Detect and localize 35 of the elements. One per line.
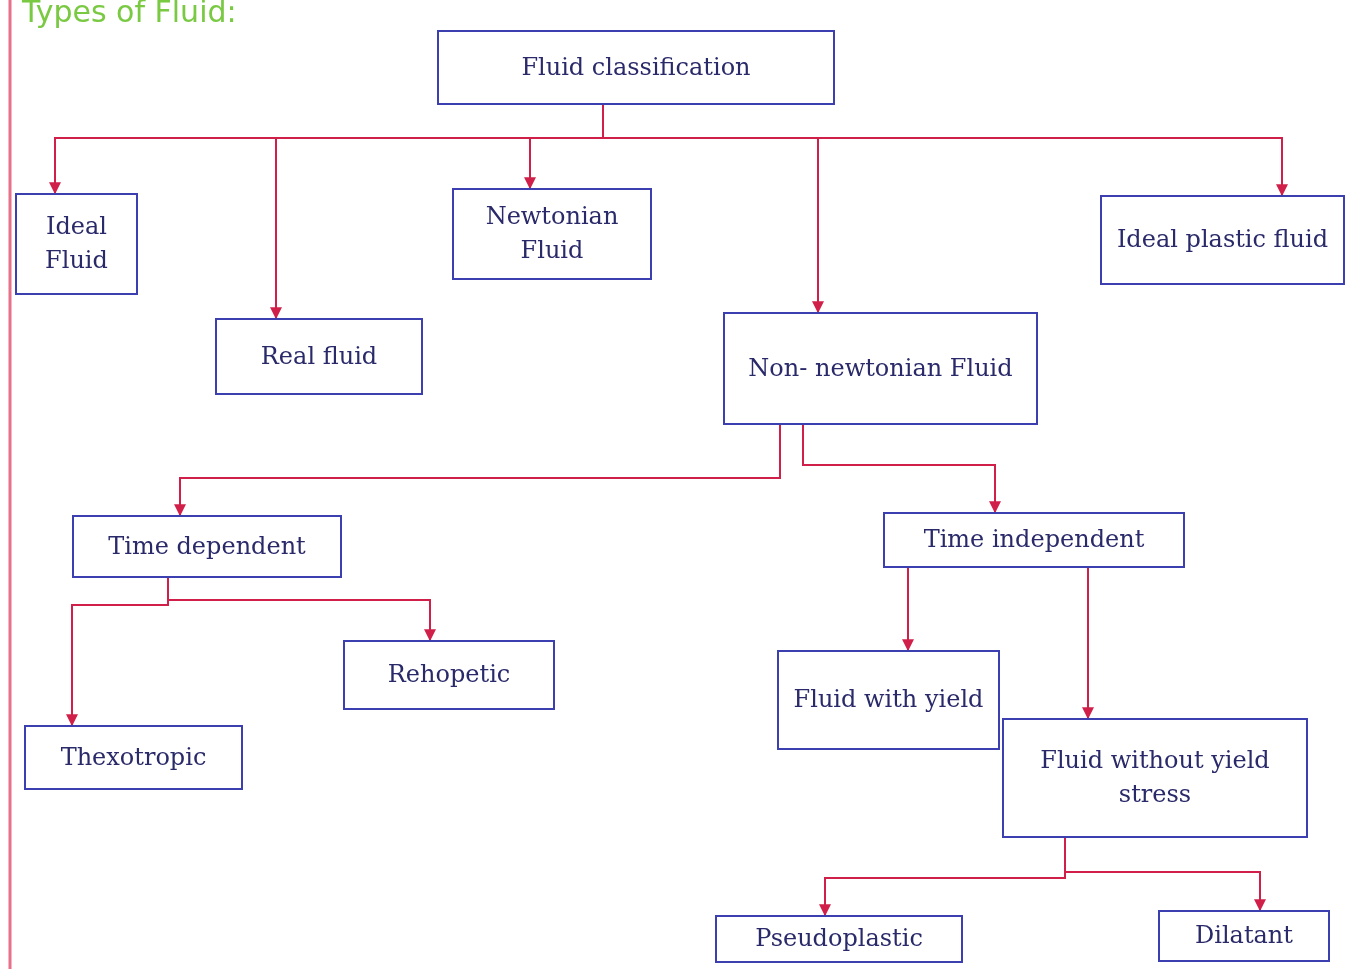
node-box bbox=[777, 650, 1000, 750]
node-label: Ideal plastic fluid bbox=[1116, 224, 1329, 256]
node-box bbox=[215, 318, 423, 395]
node-label: Newtonian Fluid bbox=[484, 201, 620, 266]
connector-arrow bbox=[1064, 837, 1266, 912]
node-label: Ideal Fluid bbox=[44, 211, 109, 276]
node-label: Time dependent bbox=[108, 530, 306, 562]
node-label: Fluid without yield stress bbox=[1039, 745, 1271, 810]
node-label: Rehopetic bbox=[387, 659, 511, 691]
node-label: Time independent bbox=[923, 524, 1145, 556]
node-box bbox=[24, 725, 243, 790]
connector-arrow bbox=[167, 577, 436, 642]
title: Types of Fluid: bbox=[22, 0, 237, 29]
node-label: Fluid with yield bbox=[793, 684, 984, 716]
node-label: Dilatant bbox=[1195, 920, 1293, 952]
node-box bbox=[343, 640, 555, 710]
node-box bbox=[883, 512, 1185, 568]
node-box bbox=[1100, 195, 1345, 285]
node-box bbox=[72, 515, 342, 578]
node-label: Thexotropic bbox=[60, 741, 207, 773]
node-box bbox=[715, 915, 963, 963]
node-box bbox=[437, 30, 835, 105]
node-label: Real fluid bbox=[260, 340, 378, 372]
node-label: Fluid classification bbox=[521, 51, 751, 83]
connector-arrow bbox=[174, 424, 781, 517]
connector-arrow bbox=[902, 567, 914, 652]
node-box bbox=[1158, 910, 1330, 962]
node-label: Pseudoplastic bbox=[755, 923, 923, 955]
node-box bbox=[723, 312, 1038, 425]
connector-arrow bbox=[1082, 567, 1094, 720]
node-box bbox=[15, 193, 138, 295]
connector-arrow bbox=[802, 424, 1001, 514]
node-box bbox=[1002, 718, 1308, 838]
node-label: Non- newtonian Fluid bbox=[748, 352, 1013, 384]
node-box bbox=[452, 188, 652, 280]
